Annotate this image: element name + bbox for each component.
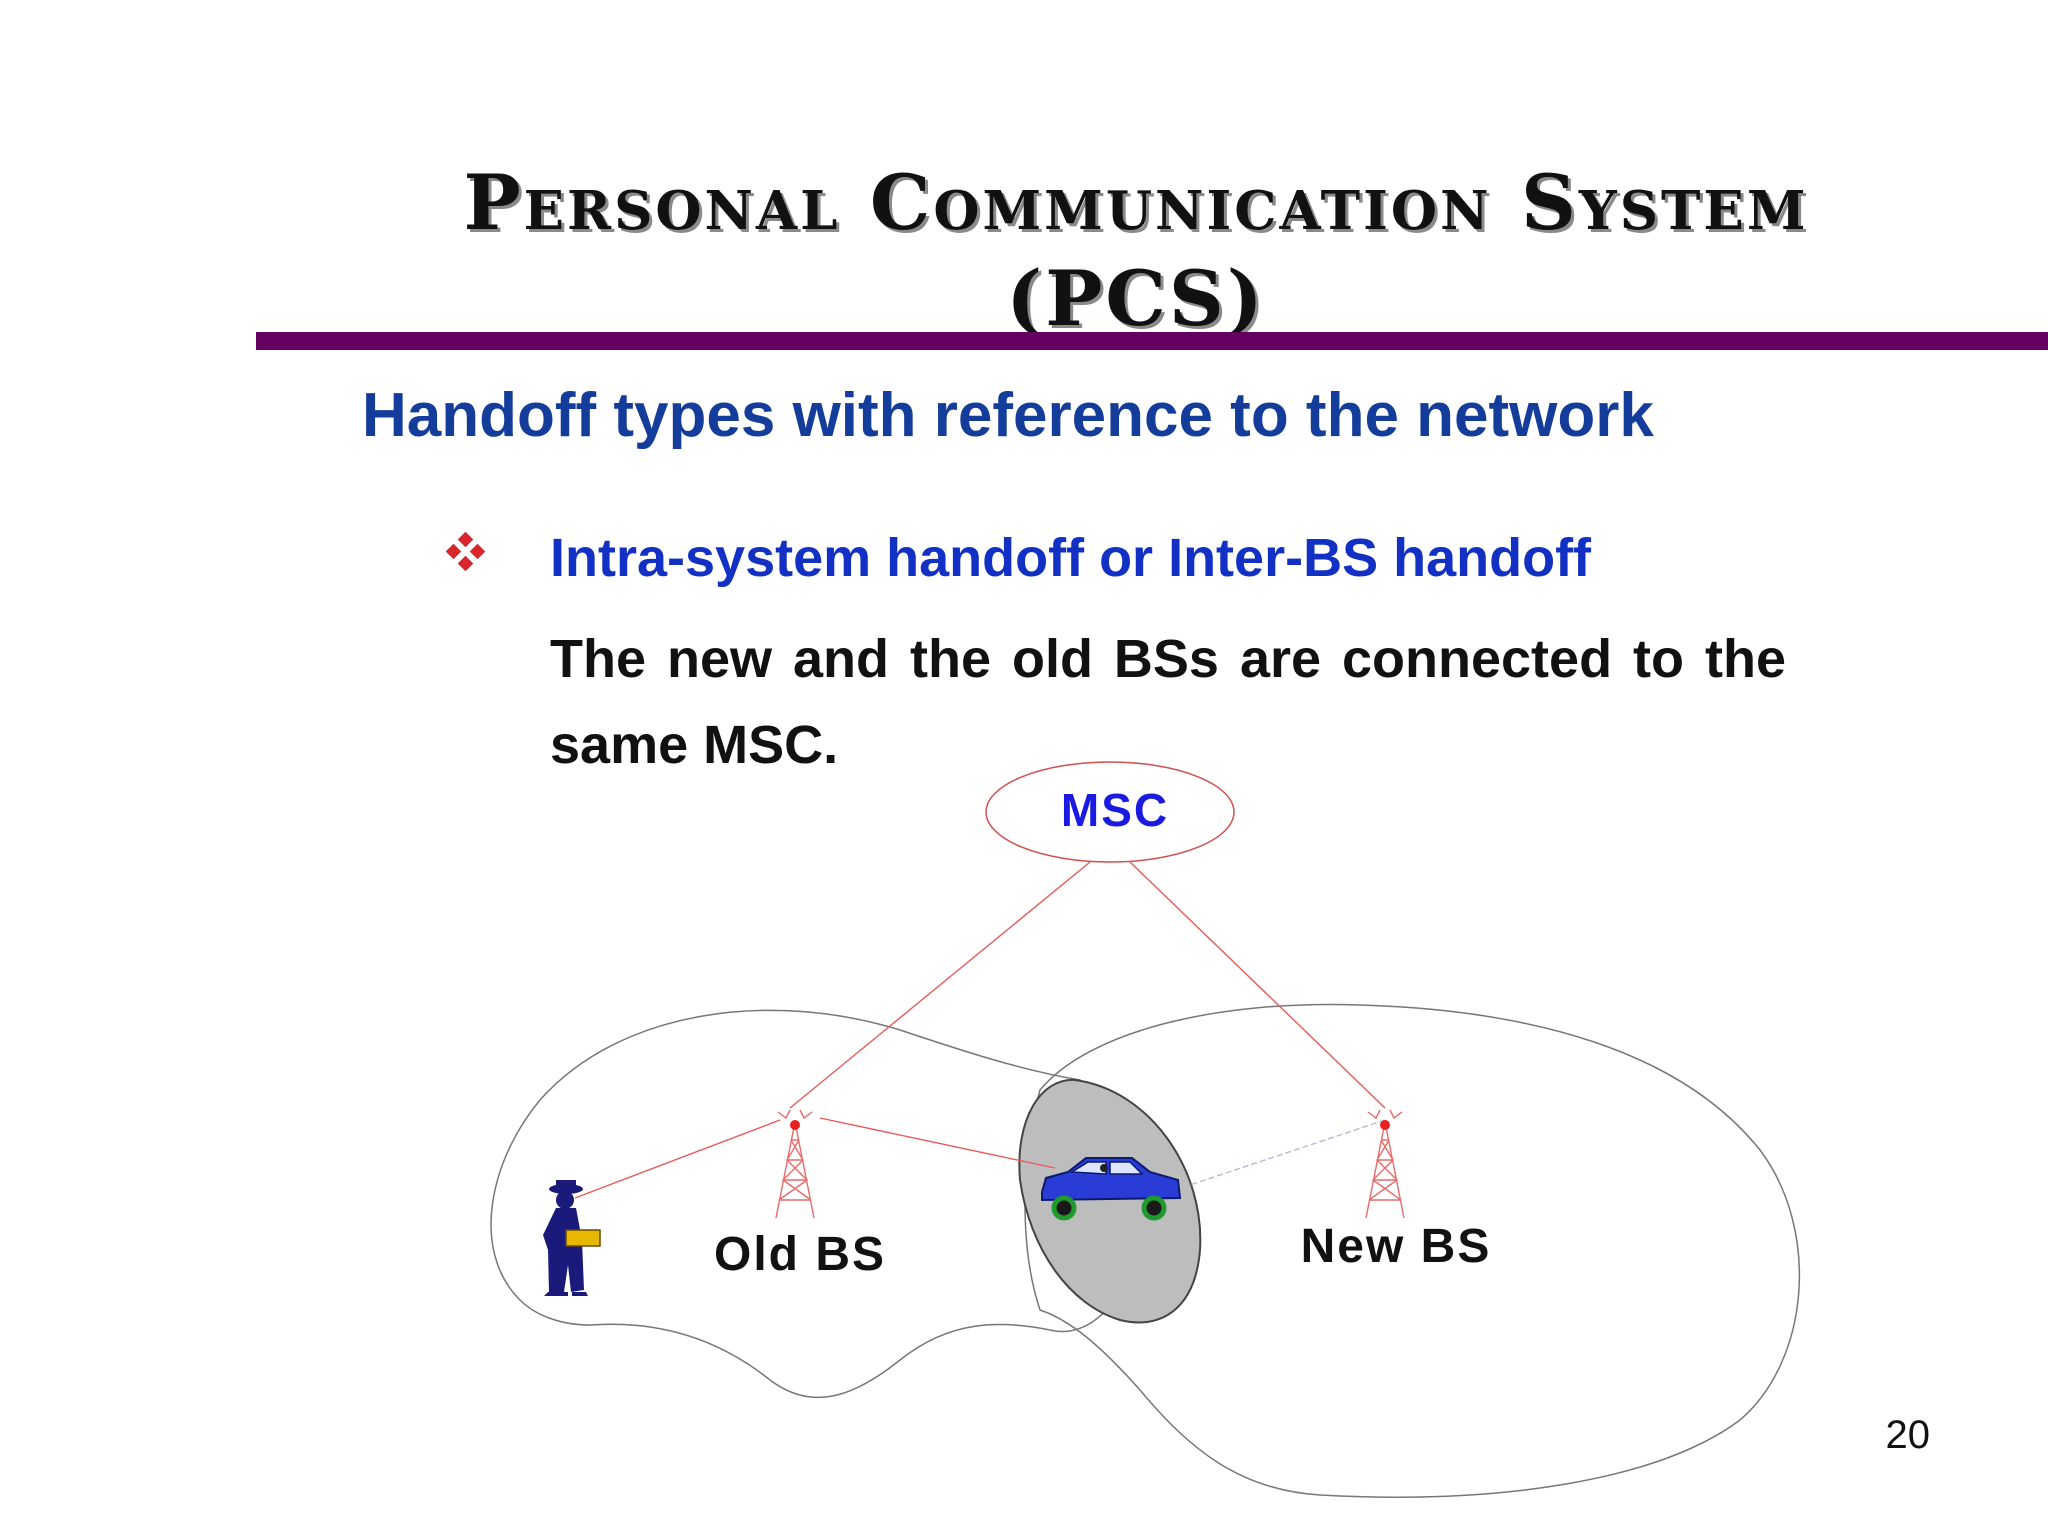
slide-title-line1: Personal Communication System	[463, 158, 1809, 247]
person-icon	[543, 1180, 601, 1296]
msc-node	[985, 761, 1235, 863]
slide-title: Personal Communication System (PCS)	[256, 155, 2016, 347]
old-bs-label: Old BS	[714, 1228, 886, 1281]
slide-title-line2: (PCS)	[1006, 254, 1266, 343]
car-icon	[1041, 1157, 1182, 1221]
bullet-body-text: The new and the old BSs are connected to…	[550, 629, 1786, 775]
bullet-heading: Intra-system handoff or Inter-BS handoff	[550, 528, 1592, 588]
msc-to-new-bs-link	[1129, 861, 1386, 1109]
old-bs-to-person-link	[574, 1119, 781, 1199]
msc-to-old-bs-link	[789, 861, 1091, 1109]
new-bs-label: New BS	[1301, 1220, 1492, 1273]
page-number: 20	[1885, 1413, 1931, 1457]
tower-icon-old-bs	[775, 1109, 815, 1219]
old-bs-to-car-link	[819, 1117, 1056, 1169]
title-rule	[256, 332, 2048, 350]
diamond-bullet-icon	[446, 532, 486, 572]
new-bs-to-car-link	[1189, 1119, 1386, 1186]
slide-subtitle: Handoff types with reference to the netw…	[362, 381, 1654, 450]
handoff-overlap-region	[1018, 1078, 1202, 1324]
tower-icon-new-bs	[1365, 1109, 1405, 1219]
msc-label: MSC	[1061, 784, 1169, 836]
new-bs-coverage-area	[1024, 1003, 1801, 1498]
